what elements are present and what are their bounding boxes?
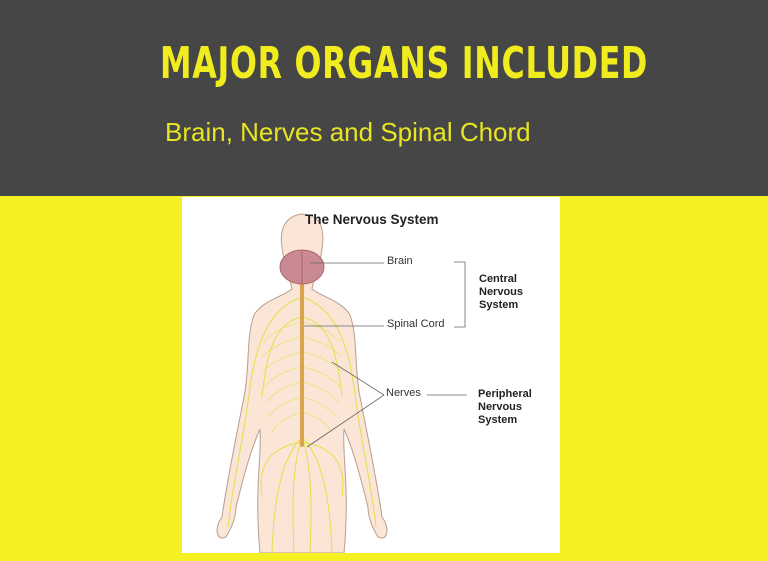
nervous-system-diagram: The Nervous System Brain Spinal Cord Ner… xyxy=(182,197,560,553)
body-illustration xyxy=(216,213,467,553)
slide-title: MAJOR ORGANS INCLUDED xyxy=(160,38,649,89)
group-line: Peripheral xyxy=(478,388,532,400)
group-line: Central xyxy=(479,273,517,285)
group-line: Nervous xyxy=(478,401,523,413)
spinal-cord xyxy=(300,272,304,447)
group-line: System xyxy=(478,414,518,426)
nerve-network xyxy=(227,296,377,553)
group-central-nervous-system: Central Nervous System xyxy=(479,273,559,312)
leader-lines xyxy=(304,261,467,448)
slide-header: MAJOR ORGANS INCLUDED Brain, Nerves and … xyxy=(0,0,768,196)
group-line: System xyxy=(479,299,519,311)
slide-subtitle: Brain, Nerves and Spinal Chord xyxy=(165,117,531,147)
figure-title: The Nervous System xyxy=(305,212,439,227)
label-nerves: Nerves xyxy=(386,387,421,399)
group-line: Nervous xyxy=(479,286,524,298)
rib-nerves xyxy=(261,321,343,433)
label-brain: Brain xyxy=(387,255,413,267)
label-spinal-cord: Spinal Cord xyxy=(387,318,445,330)
group-peripheral-nervous-system: Peripheral Nervous System xyxy=(478,388,558,427)
